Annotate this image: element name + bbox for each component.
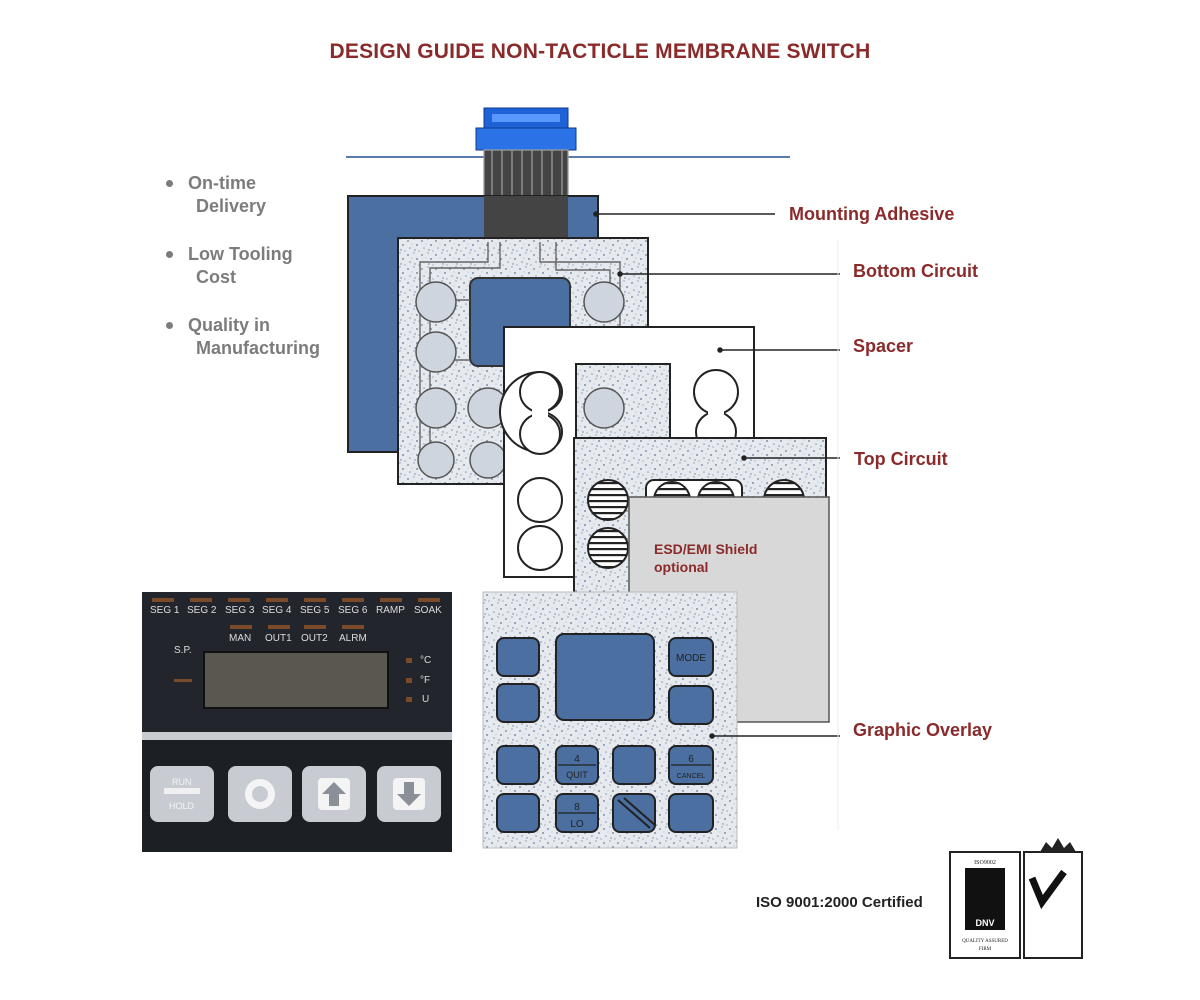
segment-label: SEG 1 (150, 605, 180, 616)
dnv-logo-icon (965, 868, 1005, 930)
benefit-line: Cost (196, 267, 236, 287)
overlay-key (496, 637, 540, 677)
key-label-lo: LO (570, 819, 584, 830)
controller-panel-graphic (142, 592, 452, 852)
segment-label: SOAK (414, 605, 442, 616)
benefit-line: Low Tooling (188, 244, 293, 264)
indicator-label: ALRM (339, 633, 367, 644)
benefit-line: Manufacturing (196, 338, 320, 358)
iso-certified-text: ISO 9001:2000 Certified (756, 894, 923, 911)
arrow-up-icon (322, 782, 346, 806)
benefit-item: Quality in Manufacturing (166, 314, 366, 360)
segment-label: SEG 2 (187, 605, 217, 616)
firm-label: FIRM (979, 947, 992, 952)
checkmark-icon (1028, 869, 1067, 910)
unit-label: U (422, 694, 430, 705)
benefit-line: Quality in (188, 315, 271, 335)
quality-assured-label: QUALITY ASSURED (962, 939, 1008, 944)
label-bottom-circuit: Bottom Circuit (853, 261, 978, 281)
key-label-cancel: CANCEL (677, 773, 706, 780)
overlay-key (496, 683, 540, 723)
setpoint-label: S.P. (174, 645, 192, 656)
benefit-line: Delivery (196, 196, 267, 216)
arrow-down-icon (397, 782, 421, 806)
page-title: DESIGN GUIDE NON-TACTICLE MEMBRANE SWITC… (329, 40, 871, 63)
shield-line: ESD/EMI Shield (654, 541, 758, 557)
indicator-label: OUT2 (301, 633, 328, 644)
key-label-number: 4 (574, 754, 580, 765)
label-graphic-overlay: Graphic Overlay (853, 720, 993, 740)
overlay-key (496, 793, 540, 833)
label-mounting-adhesive: Mounting Adhesive (789, 204, 955, 224)
segment-label: SEG 6 (338, 605, 368, 616)
ribbon-cable (484, 196, 568, 242)
key-label-quit: QUIT (566, 770, 588, 780)
graphic-overlay-layer: MODE 4 QUIT 6 CANCEL 8 LO (482, 591, 738, 849)
overlay-key (612, 745, 656, 785)
iso-badge-label: ISO9002 (974, 860, 996, 866)
unit-label: °F (420, 675, 431, 686)
segment-label: SEG 3 (225, 605, 255, 616)
bullet-icon (166, 251, 173, 258)
lcd-display (203, 651, 389, 709)
key-label-mode: MODE (676, 653, 706, 664)
controller-panel: SEG 1 SEG 2 SEG 3 SEG 4 SEG 5 SEG 6 RAMP… (142, 592, 452, 852)
crown-icon (1040, 838, 1076, 852)
bullet-icon (166, 322, 173, 329)
shield-line: optional (654, 559, 709, 575)
overlay-key (668, 793, 714, 833)
indicator-label: MAN (229, 633, 252, 644)
label-top-circuit: Top Circuit (854, 449, 948, 469)
overlay-display-window (555, 633, 655, 721)
label-esd-emi-shield: ESD/EMI Shield optional (654, 540, 757, 576)
dnv-label: DNV (975, 918, 994, 928)
run-label: RUN (172, 777, 192, 787)
leader-lines (593, 211, 840, 739)
benefit-line: On-time (188, 173, 257, 193)
bullet-icon (166, 180, 173, 187)
label-spacer: Spacer (853, 336, 914, 356)
certification-badge: ISO9002 DNV QUALITY ASSURED FIRM (949, 838, 1083, 959)
segment-label: SEG 5 (300, 605, 330, 616)
unit-label: °C (420, 655, 432, 666)
hold-label: HOLD (169, 801, 195, 811)
segment-label: RAMP (376, 605, 405, 616)
key-label-number: 6 (688, 754, 694, 765)
indicator-label: OUT1 (265, 633, 292, 644)
overlay-key-mode (668, 637, 714, 677)
overlay-key (668, 685, 714, 725)
overlay-key (496, 745, 540, 785)
segment-label: SEG 4 (262, 605, 292, 616)
key-label-number: 8 (574, 802, 580, 813)
connector-icon (475, 107, 577, 151)
